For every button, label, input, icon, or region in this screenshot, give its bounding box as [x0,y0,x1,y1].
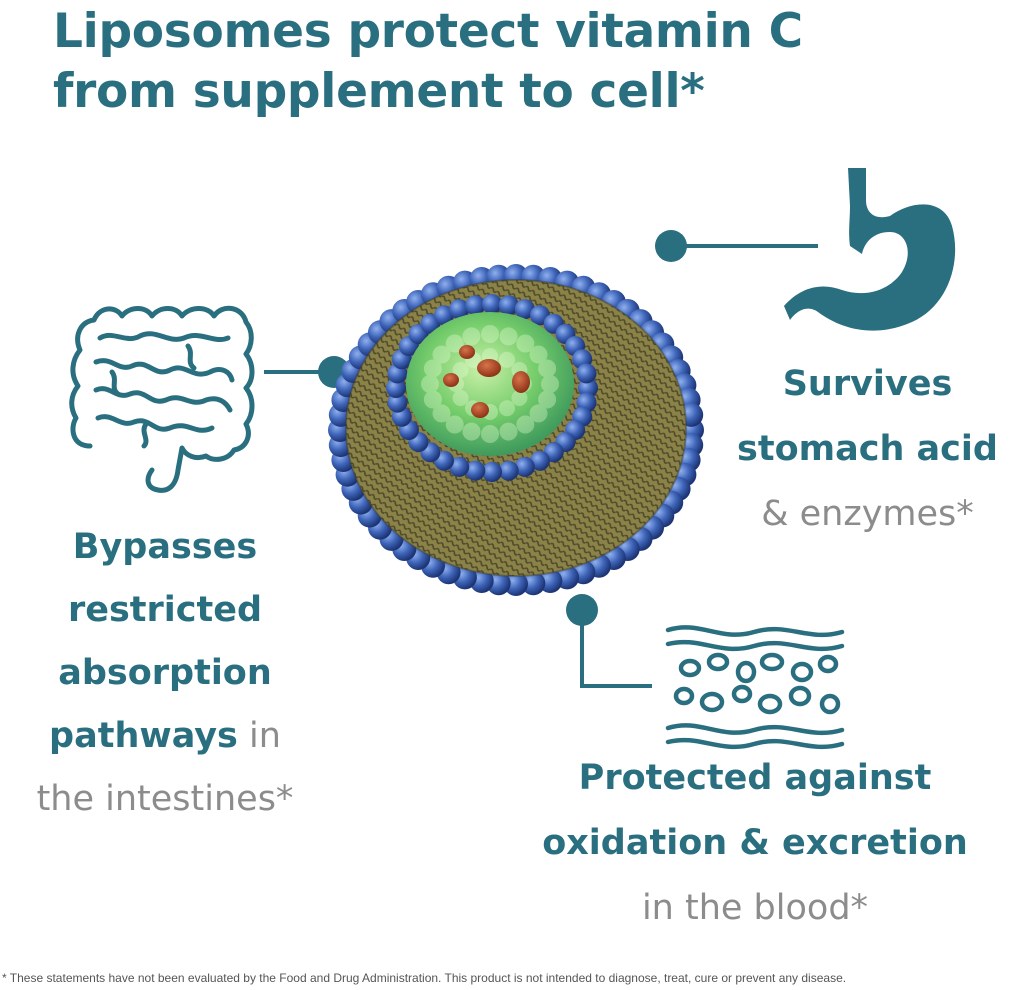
inner-lipid-head [482,294,502,314]
inner-lipid-head [449,456,470,477]
liposome-illustration [328,264,704,596]
inner-lipid-head [387,392,408,413]
blood-label-line-2: oxidation & excretion [542,823,968,863]
core-bubble [423,390,442,409]
callout-blood: Protected against oxidation & excretion … [520,746,990,941]
inner-lipid-head [465,460,486,481]
callout-stomach: Survives stomach acid & enzymes* [720,352,1015,547]
inner-lipid-head [465,295,486,316]
inner-lipid-head [514,299,535,320]
intestines-label-line-5: the intestines* [36,779,294,819]
core-bubble [538,359,557,378]
core-bubble [452,390,469,406]
core-bubble [445,334,464,353]
core-bubble [462,327,481,346]
stomach-connector [655,230,818,262]
core-bubble [529,345,548,364]
core-bubble [541,375,559,393]
core-bubble [421,375,439,393]
core-bubble [516,334,535,353]
stomach-icon [784,168,956,331]
intestines-label-line-3: absorption [58,653,272,693]
core-bubble [481,425,499,443]
disclaimer-footnote: * These statements have not been evaluat… [2,971,847,985]
outer-lipid-head [521,571,546,596]
core-bubble [462,422,481,441]
callout-intestines: Bypasses restricted absorption pathways … [0,516,330,831]
intestines-label-line-2: restricted [67,590,263,630]
intestines-label-line-4-bold: pathways [49,716,238,756]
core-bubble [511,390,528,406]
core-bubble [445,415,464,434]
inner-lipid-head [530,450,550,471]
core-bubble [538,390,557,409]
inner-lipid-head [449,299,470,320]
intestines-label-line-1: Bypasses [72,527,258,567]
core-bubble [432,345,451,364]
core-bubble [499,422,518,441]
inner-lipid-head [576,363,597,384]
title-line-2: from supplement to cell* [53,64,705,119]
inner-lipid-head [386,378,406,398]
blood-connector [566,594,652,688]
core-bubble [423,359,442,378]
title-line-1: Liposomes protect vitamin C [53,4,803,59]
inner-lipid-head [434,305,454,326]
stomach-label-line-1: Survives [782,364,953,404]
vitamin-c-particles [443,345,530,418]
inner-lipid-head [482,462,502,482]
intestines-icon [69,305,255,493]
core-bubble [529,404,548,423]
inner-lipid-head [514,456,535,477]
core-bubble [499,351,515,368]
blood-label-line-3: in the blood* [641,888,869,928]
core-bubble [452,362,469,378]
blood-label-line-1: Protected against [578,758,932,798]
core-bubble [499,400,515,417]
stomach-label-line-3: & enzymes* [761,494,974,534]
intestines-label-line-4-light: in [237,716,281,756]
core-bubble [432,404,451,423]
core-bubble [516,415,535,434]
page-title: Liposomes protect vitamin C from supplem… [53,2,993,122]
outer-lipid-head [504,572,528,596]
core-bubble [499,327,518,346]
core-bubble [481,325,499,343]
inner-lipid-head [498,460,519,481]
inner-lipid-head [498,295,519,316]
blood-vessel-icon [665,625,845,750]
stomach-label-line-2: stomach acid [737,429,998,469]
inner-lipid-head [578,378,598,398]
